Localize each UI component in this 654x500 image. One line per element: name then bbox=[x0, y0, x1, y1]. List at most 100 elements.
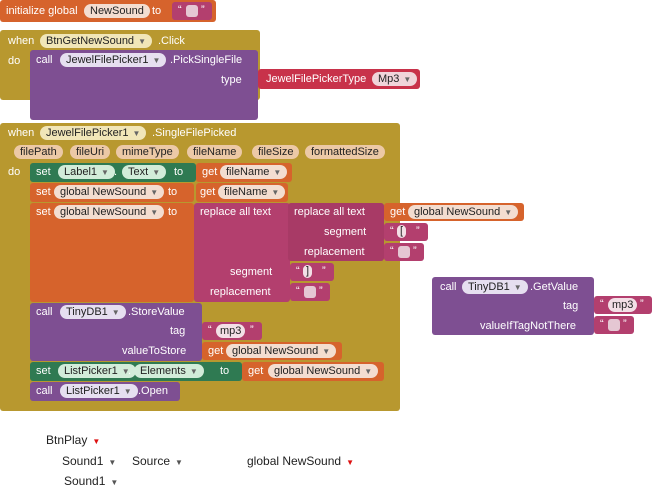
call-label: call bbox=[440, 281, 457, 293]
chevron-down-icon: ▼ bbox=[189, 367, 198, 376]
get-label: get bbox=[202, 166, 218, 178]
variable-name-field[interactable]: NewSound bbox=[84, 4, 150, 18]
component-dropdown[interactable]: JewelFilePicker1▼ bbox=[60, 53, 167, 67]
open-quote-icon: “ bbox=[208, 324, 212, 336]
chevron-down-icon: ▼ bbox=[322, 347, 331, 356]
chevron-down-icon: ▼ bbox=[101, 168, 109, 177]
chevron-down-icon: ▼ bbox=[504, 208, 513, 217]
chevron-down-icon: ▼ bbox=[271, 188, 280, 197]
property-dropdown[interactable]: Text▼ bbox=[122, 165, 167, 179]
param-filename[interactable]: fileName bbox=[187, 145, 243, 159]
text-field[interactable]: [ bbox=[397, 225, 407, 238]
get-global-block[interactable]: get global NewSound▼ bbox=[384, 203, 524, 221]
component-dropdown[interactable]: JewelFilePicker1▼ bbox=[40, 126, 147, 140]
get-filename-block[interactable]: get fileName▼ bbox=[196, 163, 292, 182]
get-label: get bbox=[390, 206, 406, 218]
get-label: get bbox=[200, 186, 216, 198]
btnplay-item[interactable]: BtnPlay▼ bbox=[46, 433, 101, 447]
text-mp3[interactable]: “ mp3 ” bbox=[202, 322, 262, 340]
method-label: .PickSingleFile bbox=[170, 54, 243, 66]
set-label: set bbox=[36, 166, 51, 178]
to-label: to bbox=[220, 365, 230, 377]
open-quote-icon: “ bbox=[600, 298, 604, 310]
get-filename-block[interactable]: get fileName▼ bbox=[196, 183, 288, 202]
get-global-block[interactable]: get global NewSound▼ bbox=[242, 362, 384, 381]
get-value-call[interactable]: call TinyDB1▼ .GetValue tag valueIfTagNo… bbox=[432, 277, 594, 335]
param-filesize[interactable]: fileSize bbox=[252, 145, 300, 159]
text-field[interactable] bbox=[186, 5, 198, 17]
text-bracket-open[interactable]: “ [ ” bbox=[384, 223, 428, 241]
text-empty[interactable]: “ ” bbox=[290, 283, 330, 301]
component-dropdown[interactable]: ListPicker1▼ bbox=[60, 384, 138, 398]
getter-dropdown[interactable]: global NewSound▼ bbox=[408, 205, 519, 219]
component-dropdown[interactable]: ListPicker1▼ bbox=[58, 364, 136, 378]
param-filepath[interactable]: filePath bbox=[14, 145, 63, 159]
param-formattedsize[interactable]: formattedSize bbox=[305, 145, 385, 159]
getter-dropdown[interactable]: fileName▼ bbox=[218, 185, 286, 199]
variable-dropdown[interactable]: global NewSound▼ bbox=[54, 185, 165, 199]
text-field[interactable] bbox=[304, 286, 316, 298]
value-if-label: valueIfTagNotThere bbox=[480, 320, 576, 332]
chevron-down-icon: ▼ bbox=[152, 168, 161, 177]
init-label: initialize global bbox=[6, 5, 78, 17]
store-value-call[interactable]: call TinyDB1▼ .StoreValue tag valueToSto… bbox=[30, 303, 202, 361]
getter-dropdown[interactable]: global NewSound▼ bbox=[268, 364, 379, 378]
set-label-text-block[interactable]: set Label1▼ . Text▼ to bbox=[30, 163, 196, 182]
event-click-block[interactable]: when BtnGetNewSound▼ .Click do call Jewe… bbox=[0, 30, 260, 120]
set-elements-block[interactable]: set ListPicker1▼ . Elements▼ to bbox=[30, 362, 242, 381]
close-quote-icon: ” bbox=[640, 298, 644, 310]
text-mp3[interactable]: “ mp3 ” bbox=[594, 296, 652, 314]
chevron-down-icon: ▼ bbox=[123, 387, 132, 396]
open-call[interactable]: call ListPicker1▼ .Open bbox=[30, 382, 180, 401]
get-label: get bbox=[208, 345, 224, 357]
method-label: .Open bbox=[138, 385, 168, 397]
tag-label: tag bbox=[563, 300, 579, 312]
global-newsound-item[interactable]: global NewSound▼ bbox=[247, 454, 354, 468]
replace-all-text-outer[interactable]: replace all text segment replacement bbox=[194, 203, 290, 302]
close-quote-icon: ” bbox=[250, 324, 254, 336]
text-field[interactable]: mp3 bbox=[608, 298, 638, 312]
get-global-block[interactable]: get global NewSound▼ bbox=[202, 342, 342, 360]
chevron-down-icon: ▼ bbox=[121, 367, 130, 376]
sound1-item[interactable]: Sound1▼ bbox=[64, 474, 119, 488]
param-fileuri[interactable]: fileUri bbox=[70, 145, 111, 159]
dot-label: . bbox=[128, 365, 132, 377]
value-to-store-label: valueToStore bbox=[122, 345, 187, 357]
method-label: .StoreValue bbox=[128, 306, 185, 318]
replace-all-text-inner[interactable]: replace all text segment replacement bbox=[288, 203, 384, 261]
getter-dropdown[interactable]: fileName▼ bbox=[220, 165, 288, 179]
property-dropdown[interactable]: Elements▼ bbox=[134, 364, 204, 378]
variable-dropdown[interactable]: global NewSound▼ bbox=[54, 205, 165, 219]
sound1-item[interactable]: Sound1▼ bbox=[62, 454, 117, 468]
to-label: to bbox=[168, 186, 178, 198]
text-empty[interactable]: “ ” bbox=[594, 316, 634, 334]
type-param-label: type bbox=[221, 74, 242, 86]
chevron-down-icon: ▼ bbox=[152, 56, 161, 65]
pick-single-file-call[interactable]: call JewelFilePicker1▼ .PickSingleFile t… bbox=[30, 50, 258, 120]
open-quote-icon: “ bbox=[390, 225, 394, 237]
component-dropdown[interactable]: Label1▼ bbox=[58, 165, 115, 179]
getter-dropdown[interactable]: global NewSound▼ bbox=[226, 344, 337, 358]
text-field[interactable] bbox=[398, 246, 410, 258]
empty-text-block[interactable]: “ ” bbox=[172, 2, 212, 20]
chevron-down-icon: ▼ bbox=[110, 478, 119, 487]
text-field[interactable]: ] bbox=[303, 265, 313, 278]
file-picker-type-block[interactable]: JewelFilePickerType Mp3▼ bbox=[258, 69, 420, 89]
text-field[interactable] bbox=[608, 319, 620, 331]
text-field[interactable]: mp3 bbox=[216, 324, 246, 338]
text-empty[interactable]: “ ” bbox=[384, 243, 424, 261]
open-quote-icon: “ bbox=[178, 4, 182, 16]
set-label: set bbox=[36, 186, 51, 198]
type-dropdown[interactable]: Mp3▼ bbox=[372, 72, 418, 86]
source-item[interactable]: Source▼ bbox=[132, 454, 183, 468]
component-dropdown[interactable]: BtnGetNewSound▼ bbox=[40, 34, 152, 48]
set-global-replace-block[interactable]: set global NewSound▼ to bbox=[30, 203, 194, 302]
chevron-down-icon: ▼ bbox=[111, 308, 120, 317]
text-bracket-close[interactable]: “ ] ” bbox=[290, 263, 334, 281]
param-mimetype[interactable]: mimeType bbox=[116, 145, 179, 159]
component-dropdown[interactable]: TinyDB1▼ bbox=[462, 280, 528, 294]
set-global-block[interactable]: set global NewSound▼ to bbox=[30, 183, 194, 202]
close-quote-icon: ” bbox=[623, 318, 627, 330]
component-dropdown[interactable]: TinyDB1▼ bbox=[60, 305, 126, 319]
initialize-global-block[interactable]: initialize global NewSound to “ ” bbox=[0, 0, 216, 22]
